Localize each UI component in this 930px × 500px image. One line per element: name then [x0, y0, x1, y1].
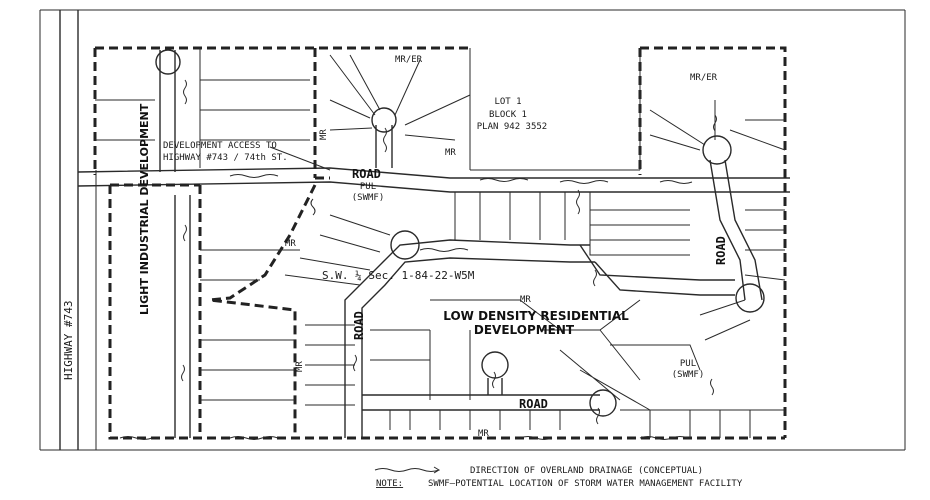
light-industrial-text: LIGHT INDUSTRIAL DEVELOPMENT — [138, 103, 151, 315]
frame-lines — [39, 9, 906, 451]
road-label-east: ROAD — [714, 236, 728, 265]
mr-label-4: MR — [520, 295, 531, 305]
access-note-line1: DEVELOPMENT ACCESS TO — [163, 141, 277, 151]
legend: DIRECTION OF OVERLAND DRAINAGE (CONCEPTU… — [374, 466, 743, 489]
mr-label-2: MR — [445, 148, 456, 158]
lot-line1: LOT 1 — [494, 97, 521, 107]
highway-label: HIGHWAY #743 — [62, 301, 75, 380]
light-industrial-label: LIGHT INDUSTRIAL DEVELOPMENT — [138, 103, 151, 315]
interior-roads — [155, 49, 765, 438]
mr-label-3: MR — [285, 239, 296, 249]
drainage-arrows — [119, 79, 717, 440]
parcel-lines — [95, 48, 786, 438]
section-label: S.W. ¼ Sec. 1-84-22-W5M — [322, 269, 475, 282]
residential-line1: LOW DENSITY RESIDENTIAL — [443, 309, 629, 323]
pul-bottom-line2: (SWMF) — [672, 370, 705, 380]
pul-top-line1: PUL — [360, 182, 376, 192]
mr-label-1: MR — [319, 129, 329, 140]
mr-er-label-northeast: MR/ER — [690, 73, 718, 83]
drainage-legend-icon — [374, 466, 441, 474]
legend-note-text: SWMF–POTENTIAL LOCATION OF STORM WATER M… — [428, 479, 743, 489]
lot-line3: PLAN 942 3552 — [477, 122, 547, 132]
highway-corridor — [59, 10, 97, 450]
lot-line2: BLOCK 1 — [489, 110, 527, 120]
legend-note-label: NOTE: — [376, 479, 403, 489]
pul-bottom-line1: PUL — [680, 359, 696, 369]
mr-label-6: MR — [478, 429, 489, 439]
mr-label-5: MR — [295, 361, 305, 372]
road-label-main: ROAD — [352, 167, 381, 181]
legend-drainage-text: DIRECTION OF OVERLAND DRAINAGE (CONCEPTU… — [470, 466, 703, 476]
pul-top-line2: (SWMF) — [352, 193, 385, 203]
road-label-south: ROAD — [519, 397, 548, 411]
road-label-central: ROAD — [352, 311, 366, 340]
main-road — [77, 167, 790, 193]
mr-er-label-north: MR/ER — [395, 55, 423, 65]
residential-line2: DEVELOPMENT — [474, 323, 575, 337]
access-note-line2: HIGHWAY #743 / 74th ST. — [163, 153, 288, 163]
